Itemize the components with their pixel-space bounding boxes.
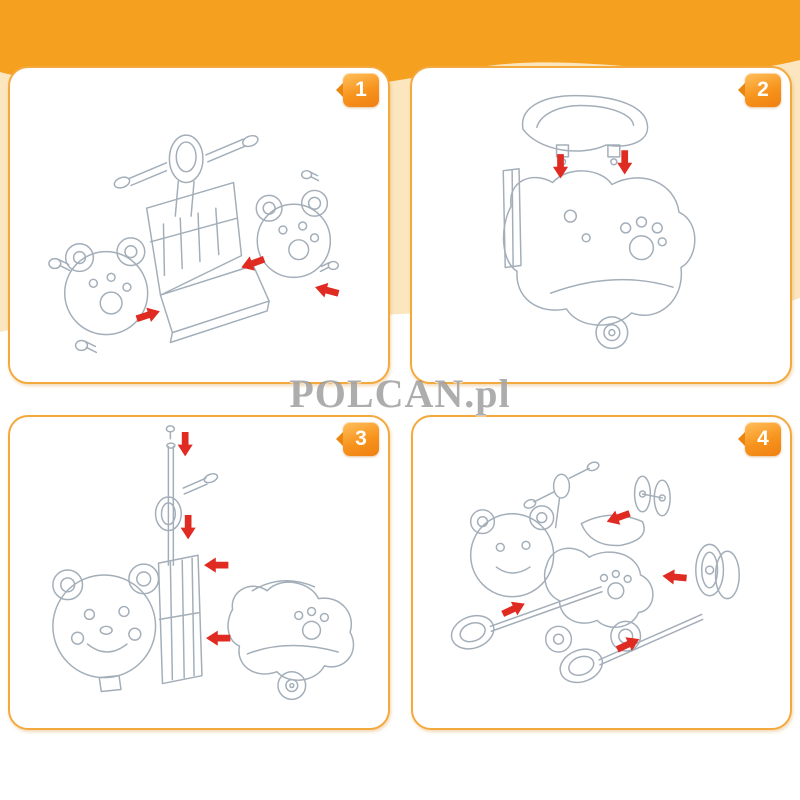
red-arrow-icon bbox=[180, 514, 196, 540]
front-bear-panel-drawing bbox=[52, 563, 160, 693]
right-side-panel-drawing bbox=[255, 189, 332, 279]
step-panel-2: 2 bbox=[410, 66, 792, 384]
assembled-toy-drawing bbox=[469, 461, 654, 653]
step-number-badge: 2 bbox=[738, 73, 781, 107]
rear-wheel-pair-drawing bbox=[633, 475, 671, 517]
axle-wheel-drawing bbox=[450, 586, 704, 684]
steering-rod-drawing bbox=[154, 425, 219, 566]
step-panel-3: 3 bbox=[8, 415, 390, 730]
step3-illustration bbox=[52, 425, 355, 701]
step-number: 2 bbox=[757, 78, 769, 101]
red-arrow-icon bbox=[661, 568, 688, 586]
rear-body-drawing bbox=[227, 580, 355, 701]
step-number-badge: 4 bbox=[738, 422, 781, 456]
front-bracket-drawing bbox=[157, 554, 203, 685]
red-arrow-icon bbox=[134, 304, 163, 326]
red-arrow-icon bbox=[177, 432, 193, 457]
red-arrow-icon bbox=[552, 154, 569, 179]
background-orange-wave bbox=[0, 0, 800, 87]
frame-plate-drawing bbox=[145, 181, 270, 344]
screw-drawing bbox=[48, 169, 339, 354]
step-number-badge: 3 bbox=[336, 422, 379, 456]
step-number-badge: 1 bbox=[336, 73, 379, 107]
handlebar-drawing bbox=[113, 134, 259, 217]
step-number: 1 bbox=[355, 78, 367, 101]
red-arrow-icon bbox=[604, 506, 633, 529]
step4-illustration bbox=[450, 461, 740, 684]
step-panel-4: 4 bbox=[411, 415, 792, 730]
step-number: 4 bbox=[757, 427, 769, 450]
red-arrows-group bbox=[134, 252, 341, 326]
watermark-text: POLCAN.pl bbox=[289, 371, 511, 416]
body-shell-drawing bbox=[502, 167, 696, 350]
red-arrow-icon bbox=[206, 630, 231, 646]
step-number: 3 bbox=[355, 427, 367, 450]
red-arrow-icon bbox=[313, 279, 341, 301]
red-arrow-icon bbox=[238, 252, 267, 275]
red-arrows-group bbox=[177, 432, 231, 646]
step-panel-1: 1 bbox=[8, 66, 390, 384]
red-arrow-icon bbox=[204, 557, 229, 573]
step2-illustration bbox=[502, 94, 696, 350]
red-arrow-icon bbox=[499, 596, 528, 621]
seat-drawing bbox=[521, 94, 649, 166]
step1-illustration bbox=[48, 134, 341, 354]
left-side-panel-drawing bbox=[63, 237, 149, 336]
side-wheel-drawing bbox=[695, 543, 740, 600]
